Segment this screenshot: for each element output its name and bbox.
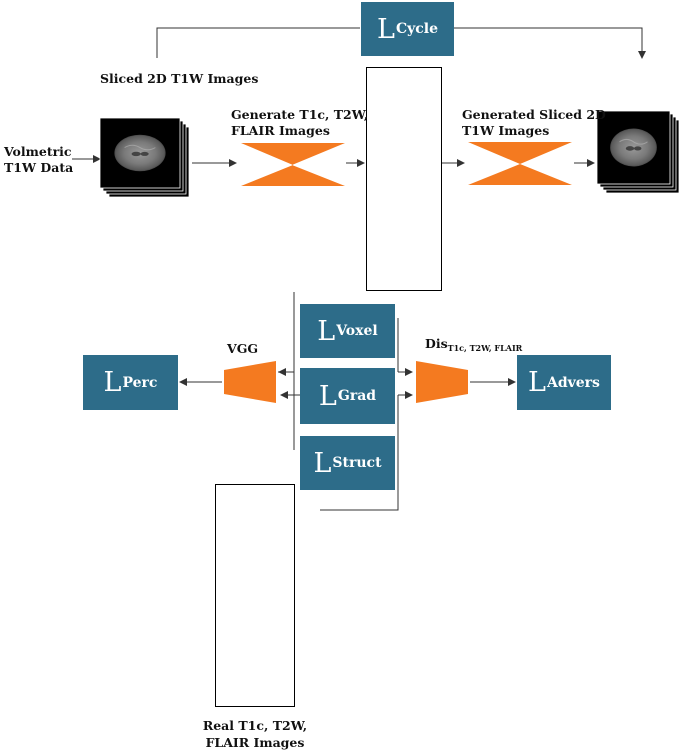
label-sliced-2d-t1w: Sliced 2D T1W Images <box>100 71 259 86</box>
label-dis: DisT1c, T2W, FLAIR <box>425 336 522 356</box>
label-dis-main: Dis <box>425 336 448 351</box>
label-real-line1: Real T1c, T2W, <box>202 718 308 733</box>
discriminator-network <box>416 361 468 403</box>
real-images-panel <box>215 484 295 707</box>
loss-bracket-right <box>320 318 399 511</box>
generated-images-panel <box>366 67 442 291</box>
brain-ventricle-left <box>625 146 635 151</box>
loss-cycle-symbol: L <box>377 13 395 45</box>
brain-ventricle-right <box>140 151 149 156</box>
label-real-line2: FLAIR Images <box>205 735 305 750</box>
input-t1w-stack <box>99 117 190 198</box>
label-vgg: VGG <box>227 341 259 356</box>
output-t1w-stack <box>596 110 680 194</box>
loss-cycle-sub: Cycle <box>395 21 438 37</box>
generator-network-multi-to-t1w <box>468 142 572 185</box>
loss-grad-symbol: L <box>318 380 337 412</box>
label-generated-line2: T1W Images <box>462 123 550 138</box>
label-volumetric-line2: T1W Data <box>4 160 74 175</box>
loss-bracket-left <box>278 292 295 395</box>
label-generate-line1: Generate T1c, T2W, <box>231 107 369 122</box>
loss-struct-symbol: L <box>313 447 332 479</box>
loss-voxel-sub: Voxel <box>336 323 378 339</box>
loss-grad-sub: Grad <box>337 388 377 404</box>
brain-gyri <box>619 138 648 145</box>
loss-advers-symbol: L <box>528 367 546 398</box>
loss-perc-symbol: L <box>103 367 122 398</box>
label-dis-sub: T1c, T2W, FLAIR <box>447 343 523 353</box>
label-generated-line1: Generated Sliced 2D <box>462 107 606 122</box>
vgg-network <box>224 361 276 403</box>
loss-perc-sub: Perc <box>122 374 158 391</box>
generator-network-t1w-to-multi <box>241 143 345 186</box>
loss-struct-sub: Struct <box>332 455 382 471</box>
brain-gyri <box>124 144 156 151</box>
loss-voxel-symbol: L <box>317 315 336 347</box>
label-volumetric-line1: Volmetric <box>4 144 72 159</box>
brain-ventricle-left <box>131 151 141 157</box>
label-generate-line2: FLAIR Images <box>231 123 330 138</box>
loss-advers-sub: Advers <box>546 374 600 391</box>
brain-ventricle-right <box>633 146 642 151</box>
